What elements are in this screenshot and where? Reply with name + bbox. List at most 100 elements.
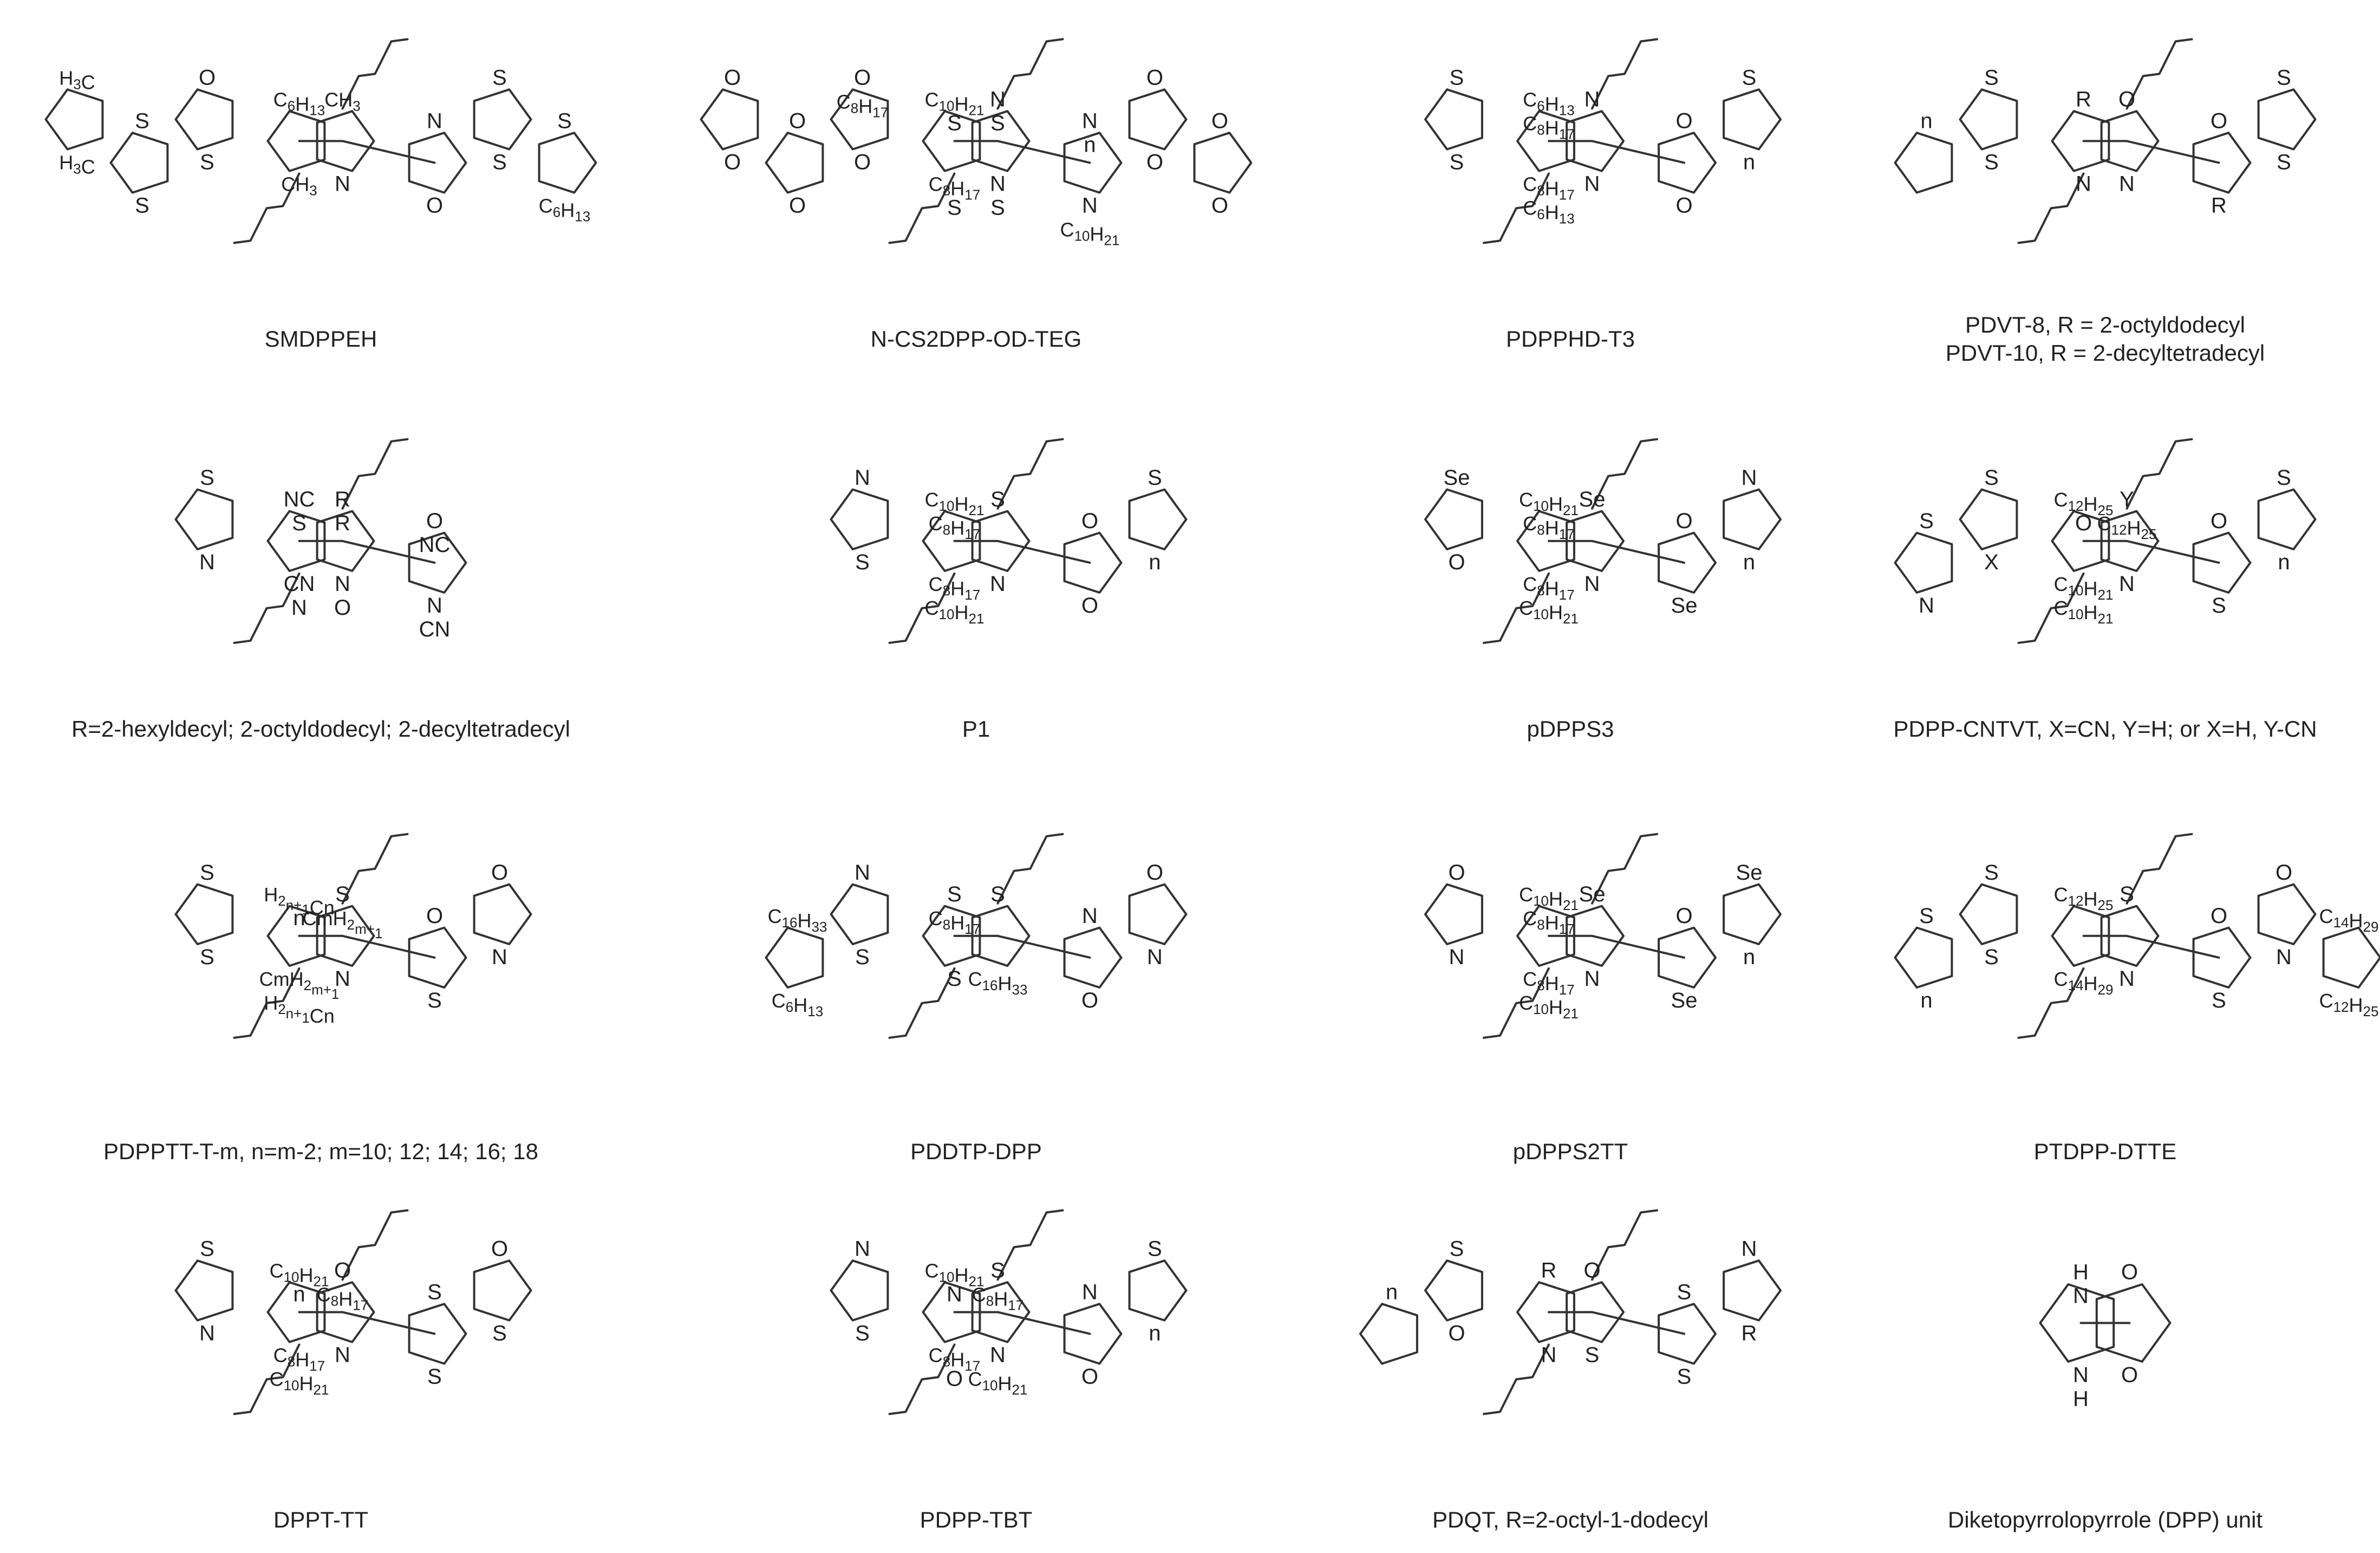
atom-label: S xyxy=(492,150,507,174)
atom-label: N xyxy=(335,967,350,991)
atom-label: N xyxy=(1147,945,1163,969)
atom-label: O xyxy=(1675,509,1692,533)
caption-line: pDPPS2TT xyxy=(1512,1139,1628,1164)
atom-label: C8H17 xyxy=(273,1344,325,1374)
atom-label: C10H21 xyxy=(270,1259,329,1289)
caption-line: P1 xyxy=(962,716,990,742)
atom-label: S xyxy=(492,66,507,89)
atom-label: H2n+1Cn xyxy=(264,992,335,1027)
atom-label: O xyxy=(2275,861,2292,885)
atom-label: C14H29 xyxy=(2054,968,2114,998)
atom-label: H3C xyxy=(59,151,95,178)
atom-label: C10H21 xyxy=(2054,573,2114,603)
atom-label: O xyxy=(1146,861,1163,885)
atom-label: R xyxy=(335,488,350,511)
caption-line: PDPPHD-T3 xyxy=(1505,326,1635,352)
atom-label: R xyxy=(2211,193,2227,217)
atom-label: O xyxy=(1081,594,1098,618)
atom-label: S xyxy=(1450,66,1464,89)
atom-label: H xyxy=(2073,1387,2089,1411)
atom-label: N xyxy=(1082,904,1098,928)
atom-label: Y xyxy=(2120,488,2134,511)
atom-label: C10H21 xyxy=(1060,218,1120,248)
atom-label: C10H21 xyxy=(925,489,984,518)
atom-label: O xyxy=(491,861,508,885)
caption-line: PDQT, R=2-octyl-1-dodecyl xyxy=(1432,1507,1709,1532)
atom-label: O xyxy=(789,193,806,217)
atom-label: O xyxy=(724,150,741,174)
atom-label: n xyxy=(1920,989,1932,1012)
atom-label: S xyxy=(427,1280,442,1304)
atom-label: S xyxy=(200,150,214,174)
caption-line: DPPT-TT xyxy=(273,1507,368,1532)
caption-line: PDVT-8, R = 2-octyldodecyl xyxy=(1965,312,2246,337)
atom-label: C8H17 xyxy=(1523,573,1574,603)
atom-label: N xyxy=(199,1321,215,1345)
atom-label: n xyxy=(1743,150,1755,174)
atom-label: C8H17 xyxy=(929,173,980,203)
caption-line: PTDPP-DTTE xyxy=(2033,1139,2177,1164)
structure-skeleton xyxy=(1894,833,2380,1039)
atom-label: S xyxy=(335,882,350,906)
atom-label: C10H21 xyxy=(270,1368,329,1398)
atom-label: O xyxy=(199,66,216,89)
atom-label: S xyxy=(947,196,962,219)
atom-label: S xyxy=(135,109,149,133)
atom-label: O xyxy=(1081,989,1098,1012)
atom-label: C12H25 xyxy=(2097,512,2157,542)
atom-label: CN xyxy=(284,572,315,596)
atom-label: C10H21 xyxy=(925,1259,984,1289)
atom-label: N xyxy=(1742,1237,1757,1260)
atom-label: R xyxy=(1742,1321,1757,1345)
atom-label: N xyxy=(990,172,1006,196)
atom-label: N xyxy=(1919,594,1934,618)
atom-label: n xyxy=(1743,945,1755,969)
atom-label: S xyxy=(1450,1237,1464,1260)
atom-label: X xyxy=(1984,550,1999,574)
atom-label: S xyxy=(2120,882,2134,906)
atom-label: N xyxy=(1585,87,1600,111)
atom-label: N xyxy=(990,1343,1006,1367)
atom-label: C6H13 xyxy=(273,88,325,118)
structure-skeleton xyxy=(1424,438,1782,644)
atom-label: C8H17 xyxy=(929,907,980,937)
atom-label: Se xyxy=(1444,466,1470,490)
atom-label: O xyxy=(1211,109,1228,133)
atom-label: C8H17 xyxy=(837,90,888,120)
atom-label: O xyxy=(1081,1364,1098,1388)
atom-label: N xyxy=(199,550,215,574)
atom-label: O xyxy=(946,1367,963,1390)
structure-skeleton xyxy=(44,38,597,244)
atom-label: N xyxy=(2119,572,2135,596)
caption-line: PDVT-10, R = 2-decyltetradecyl xyxy=(1945,340,2265,366)
atom-label: CH3 xyxy=(324,88,360,114)
structure-skeleton xyxy=(765,833,1188,1039)
atom-label: N xyxy=(492,945,507,969)
atom-label: O xyxy=(491,1237,508,1260)
atom-label: N xyxy=(427,109,442,133)
atom-label: S xyxy=(135,193,149,217)
atom-label: S xyxy=(1742,66,1757,89)
atom-label: S xyxy=(1677,1364,1692,1388)
atom-label: n xyxy=(1386,1280,1398,1304)
atom-label: O xyxy=(789,109,806,133)
